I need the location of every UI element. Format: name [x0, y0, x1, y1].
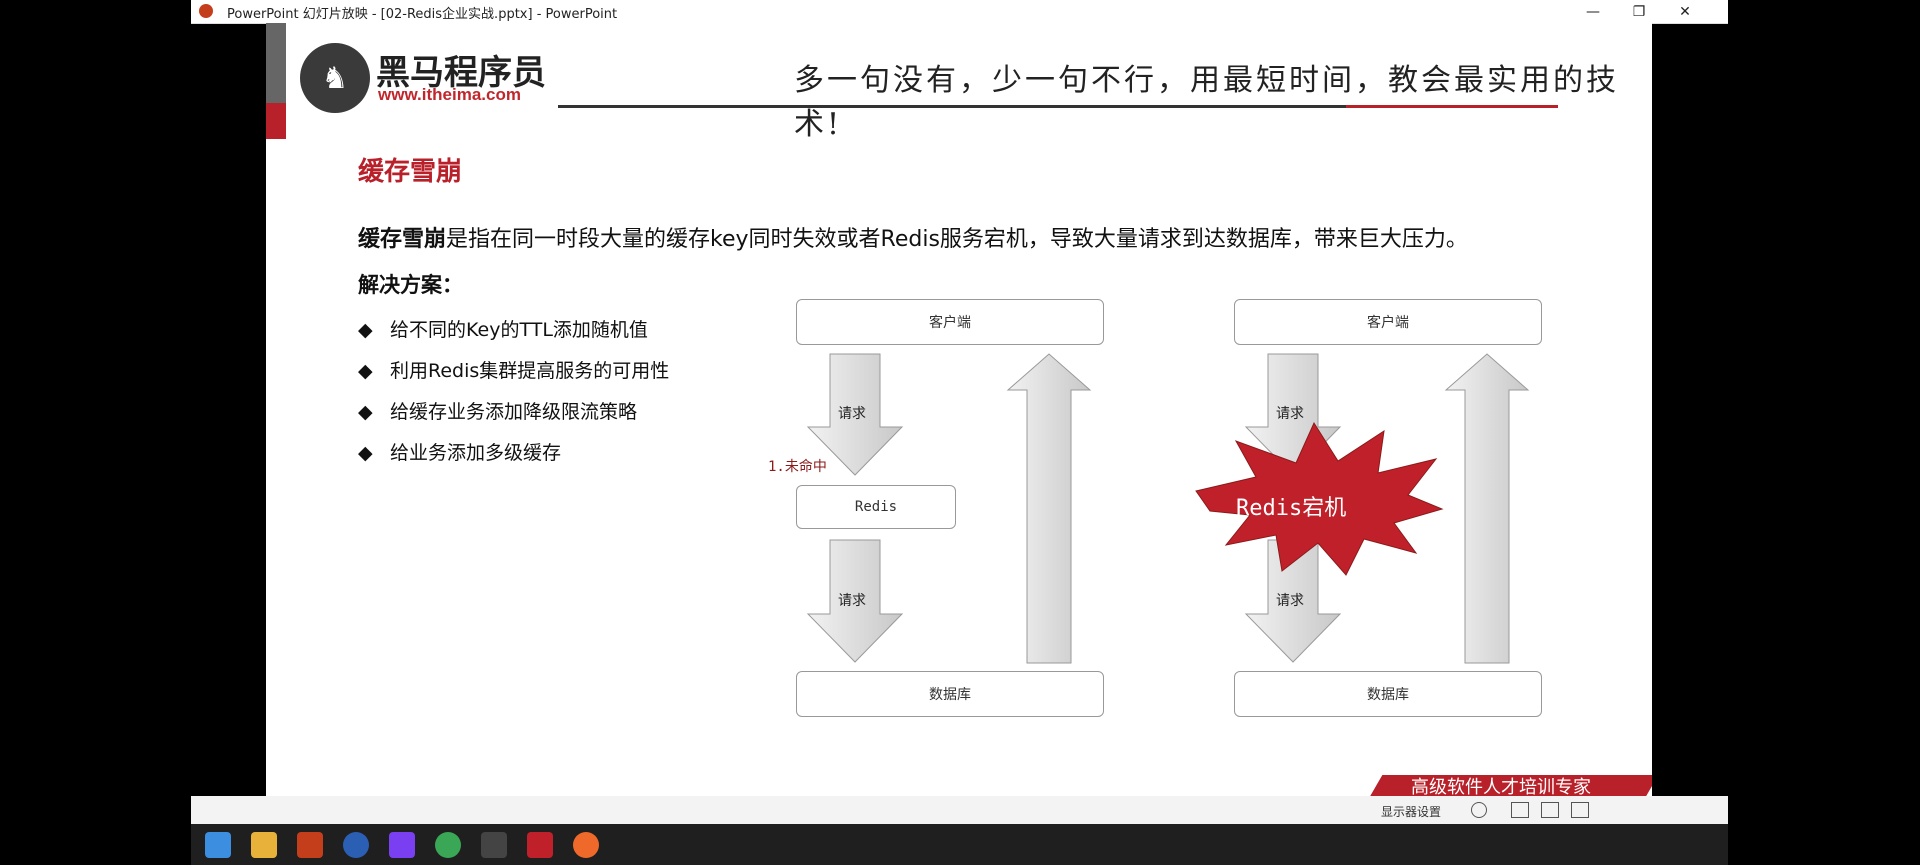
database-box-left: 数据库 — [796, 671, 1104, 717]
request-label: 请求 — [838, 593, 866, 609]
intellij-icon[interactable] — [389, 832, 415, 858]
diamond-bullet-icon: ◆ — [358, 360, 373, 382]
windows-start-icon[interactable] — [205, 832, 231, 858]
powerpoint-icon — [199, 4, 213, 18]
status-bar: 显示器设置 — [191, 796, 1728, 824]
powerpoint-icon[interactable] — [297, 832, 323, 858]
settings-icon[interactable] — [1471, 802, 1487, 818]
diagrams — [266, 23, 1652, 796]
slide-description: 缓存雪崩是指在同一时段大量的缓存key同时失效或者Redis服务宕机，导致大量请… — [358, 221, 1468, 253]
restore-button[interactable]: ❐ — [1632, 3, 1646, 20]
diamond-bullet-icon: ◆ — [358, 442, 373, 464]
brand-logo-icon: ♞ — [300, 43, 370, 113]
window-title: PowerPoint 幻灯片放映 - [02-Redis企业实战.pptx] -… — [227, 7, 618, 22]
reading-view-icon[interactable] — [1541, 802, 1559, 818]
redis-icon[interactable] — [527, 832, 553, 858]
down-arrow-2-right — [1244, 539, 1342, 663]
slogan-underline-accent — [1346, 105, 1558, 108]
client-box-right: 客户端 — [1234, 299, 1542, 345]
bullet-item: ◆给业务添加多级缓存 — [358, 442, 562, 464]
redis-down-label: Redis宕机 — [1236, 496, 1347, 521]
solution-title: 解决方案： — [358, 273, 463, 297]
slideshow-view-icon[interactable] — [1571, 802, 1589, 818]
client-box-left: 客户端 — [796, 299, 1104, 345]
diamond-bullet-icon: ◆ — [358, 401, 373, 423]
database-box-right: 数据库 — [1234, 671, 1542, 717]
request-label: 请求 — [838, 406, 866, 422]
down-arrow-2-left — [806, 539, 904, 663]
desc-term: 缓存雪崩 — [358, 227, 447, 252]
slide-heading: 缓存雪崩 — [358, 157, 463, 187]
terminal-icon[interactable] — [481, 832, 507, 858]
app-icon[interactable] — [343, 832, 369, 858]
up-arrow-right — [1444, 353, 1530, 664]
slide[interactable]: ♞ 黑马程序员 www.itheima.com 多一句没有，少一句不行，用最短时… — [266, 23, 1652, 796]
display-settings-button[interactable]: 显示器设置 — [1381, 805, 1442, 819]
bullet-item: ◆给缓存业务添加降级限流策略 — [358, 401, 638, 423]
postman-icon[interactable] — [573, 832, 599, 858]
redis-box: Redis — [796, 485, 956, 529]
request-label: 请求 — [1276, 593, 1304, 609]
file-explorer-icon[interactable] — [251, 832, 277, 858]
slogan-underline — [558, 105, 1558, 108]
normal-view-icon[interactable] — [1511, 802, 1529, 818]
cache-miss-label: 1.未命中 — [768, 459, 827, 475]
minimize-button[interactable]: — — [1586, 3, 1600, 20]
down-arrow-1-left — [806, 353, 904, 476]
up-arrow-left — [1006, 353, 1092, 664]
header-accent-grey — [266, 23, 286, 103]
header-accent-red — [266, 103, 286, 139]
close-button[interactable]: ✕ — [1679, 3, 1691, 20]
window-title-bar: PowerPoint 幻灯片放映 - [02-Redis企业实战.pptx] -… — [191, 0, 1728, 24]
brand-name: 黑马程序员 — [376, 53, 546, 93]
bullet-item: ◆利用Redis集群提高服务的可用性 — [358, 360, 670, 382]
diagram-arrows — [806, 353, 1530, 664]
explosion-shape — [1195, 421, 1444, 576]
slogan: 多一句没有，少一句不行，用最短时间，教会最实用的技术! — [794, 63, 1619, 142]
taskbar — [191, 824, 1728, 865]
desc-text: 是指在同一时段大量的缓存key同时失效或者Redis服务宕机，导致大量请求到达数… — [446, 227, 1468, 252]
brand-url: www.itheima.com — [378, 85, 521, 104]
bullet-item: ◆给不同的Key的TTL添加随机值 — [358, 319, 648, 341]
footer-text: 高级软件人才培训专家 — [1411, 777, 1591, 796]
diamond-bullet-icon: ◆ — [358, 319, 373, 341]
request-label: 请求 — [1276, 406, 1304, 422]
chrome-icon[interactable] — [435, 832, 461, 858]
